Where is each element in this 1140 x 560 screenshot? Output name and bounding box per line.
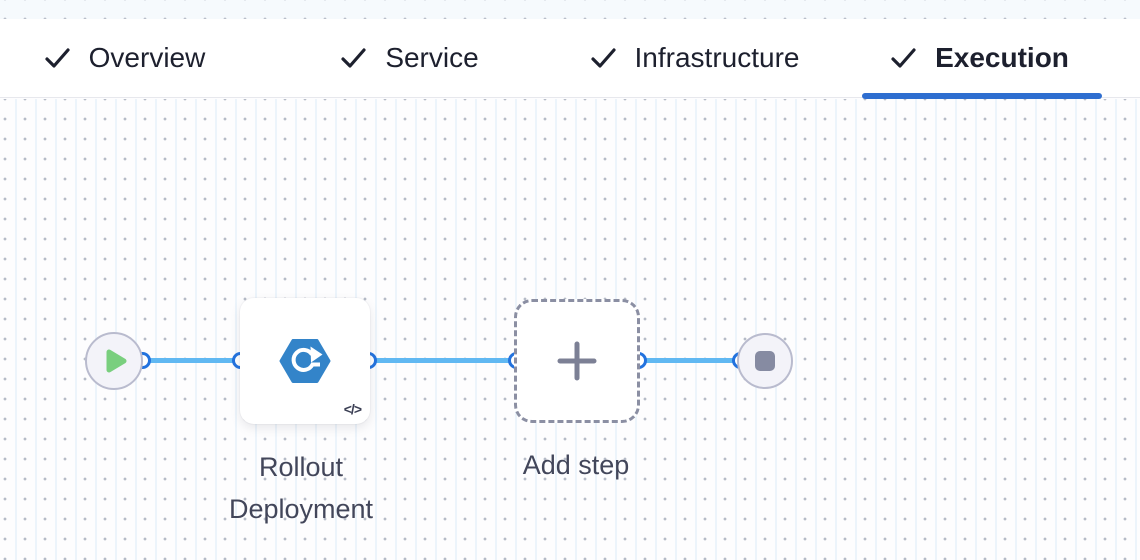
tab-label: Overview [88,42,206,73]
stage-tab-bar: Overview Service Infrastructure Executio… [0,19,1140,99]
step-node-label: Rollout Deployment [228,452,374,524]
tab-label: Service [385,42,479,73]
tab-infrastructure[interactable]: Infrastructure [575,19,815,97]
pipeline-canvas[interactable]: </> Rollout Deployment Add step [0,99,1140,560]
stop-icon [755,351,775,371]
edge-addstep-to-end [638,358,740,363]
check-icon [891,48,916,68]
edge-step-to-addstep [368,358,516,363]
pipeline-end-node[interactable] [737,333,793,389]
plus-icon [557,341,597,381]
tab-label: Infrastructure [634,42,800,73]
check-icon [45,48,70,68]
add-step-node[interactable] [514,299,640,423]
tab-service[interactable]: Service [290,19,530,97]
pipeline-start-node[interactable] [85,332,143,390]
play-icon [106,349,127,373]
canvas-top-strip [0,0,1140,19]
tab-label: Execution [935,42,1069,73]
code-icon[interactable]: </> [343,401,362,417]
tab-execution[interactable]: Execution [860,19,1102,99]
tab-overview[interactable]: Overview [5,19,245,97]
check-icon [341,48,366,68]
edge-start-to-step [142,358,240,363]
add-step-label: Add step [522,450,630,480]
step-node-rollout-deployment[interactable]: </> [240,298,370,424]
check-icon [590,48,616,68]
active-tab-underline [862,93,1102,99]
k8s-rollout-hexagon-icon [279,339,331,383]
